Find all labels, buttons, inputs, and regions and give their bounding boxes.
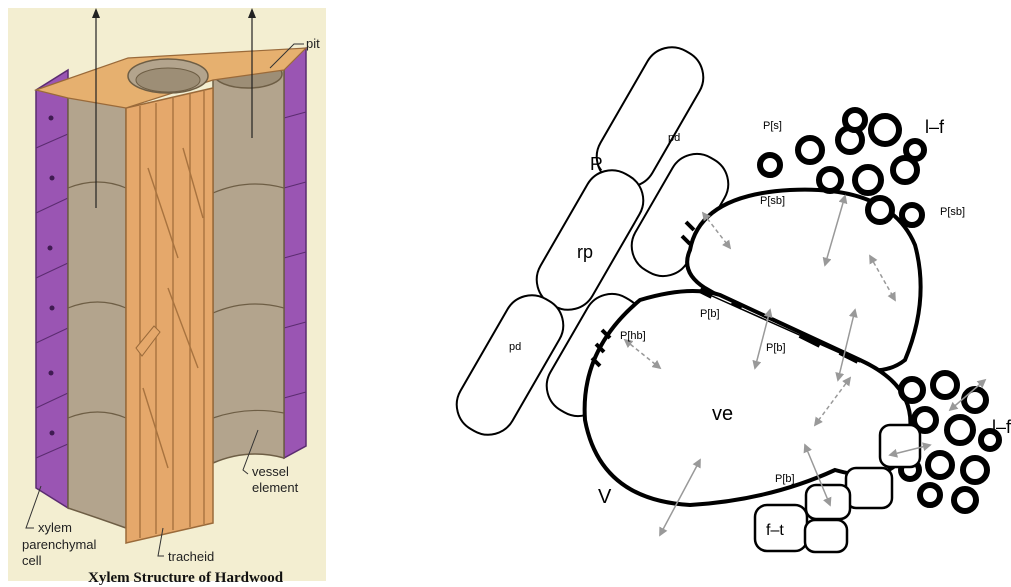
- label-pit: pit: [306, 36, 320, 51]
- figure-caption: Xylem Structure of Hardwood: [88, 570, 283, 587]
- label-pd-top: pd: [668, 132, 680, 144]
- label-parenchymal: parenchymal: [22, 537, 97, 552]
- label-R: R: [590, 154, 603, 174]
- label-P-b-2: P[b]: [766, 342, 786, 354]
- label-lf-top: l–f: [925, 117, 945, 137]
- label-P-hb: P[hb]: [620, 330, 646, 342]
- label-P-b-3: P[b]: [775, 473, 795, 485]
- vessel-right: [213, 67, 284, 463]
- tracheid-bundle: [126, 88, 213, 543]
- label-xylem: xylem: [38, 520, 72, 535]
- vessel-left: [68, 93, 126, 528]
- label-P-sb-right: P[sb]: [940, 206, 965, 218]
- label-P-sb-top: P[sb]: [760, 195, 785, 207]
- label-rp: rp: [577, 242, 593, 262]
- xylem-illustration-panel: pit vessel element xylem parenchymal cel…: [8, 8, 326, 581]
- pit-membrane-diagram: R rp pd pd P[s] l–f P[sb] P[sb] P[hb] P[…: [430, 0, 1011, 581]
- label-tracheid: tracheid: [168, 549, 214, 564]
- pit-diagram-panel: R rp pd pd P[s] l–f P[sb] P[sb] P[hb] P[…: [430, 0, 1011, 581]
- label-element: element: [252, 480, 299, 495]
- label-pd-left: pd: [509, 341, 521, 353]
- label-P-s: P[s]: [763, 120, 782, 132]
- label-V: V: [598, 486, 612, 508]
- xylem-hardwood-illustration: pit vessel element xylem parenchymal cel…: [8, 8, 326, 581]
- label-lf-right: l–f: [992, 417, 1011, 437]
- label-ve: ve: [712, 403, 733, 425]
- label-P-b-1: P[b]: [700, 308, 720, 320]
- label-vessel: vessel: [252, 464, 289, 479]
- label-cell: cell: [22, 553, 42, 568]
- label-ft: f–t: [766, 522, 784, 539]
